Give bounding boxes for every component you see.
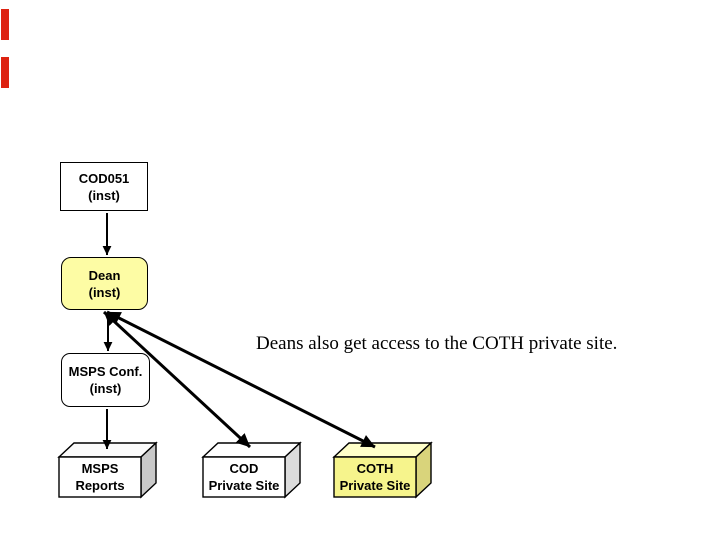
node-label-line2: Private Site [339, 478, 411, 493]
node-label-line1: COD [229, 461, 259, 476]
node-label-line1: COD051 [78, 170, 130, 186]
node-label-line2: Private Site [208, 478, 280, 493]
node-dean: Dean (inst) [61, 257, 148, 310]
node-label-line2: Reports [75, 478, 125, 493]
node-label-line1: COTH [356, 461, 394, 476]
node-label-line2: (inst) [89, 381, 122, 396]
cube-top-face [201, 442, 302, 458]
cube-top-face [332, 442, 433, 458]
left-edge-red-mark [1, 9, 9, 40]
node-label-line2: (inst) [88, 187, 120, 203]
cube-front-face [333, 456, 417, 498]
arrow-dean-to-coth-site [106, 310, 376, 449]
node-cod051: COD051 (inst) [60, 162, 148, 211]
left-edge-red-mark [1, 57, 9, 88]
cube-front-face [58, 456, 142, 498]
coth-private-site-cube [332, 441, 433, 499]
node-msps-reports-label: MSPS Reports [59, 457, 141, 497]
node-label-line2: (inst) [88, 284, 121, 300]
node-msps-conf: MSPS Conf. (inst) [61, 353, 150, 407]
node-label-line1: Dean [88, 267, 121, 283]
node-coth-private-site-label: COTH Private Site [334, 457, 416, 497]
node-cod-private-site-label: COD Private Site [203, 457, 285, 497]
cube-front-face [202, 456, 286, 498]
slide-caption: Deans also get access to the COTH privat… [256, 333, 618, 354]
node-label-line1: MSPS Conf. [68, 364, 143, 379]
node-label-line1: MSPS [81, 461, 119, 476]
